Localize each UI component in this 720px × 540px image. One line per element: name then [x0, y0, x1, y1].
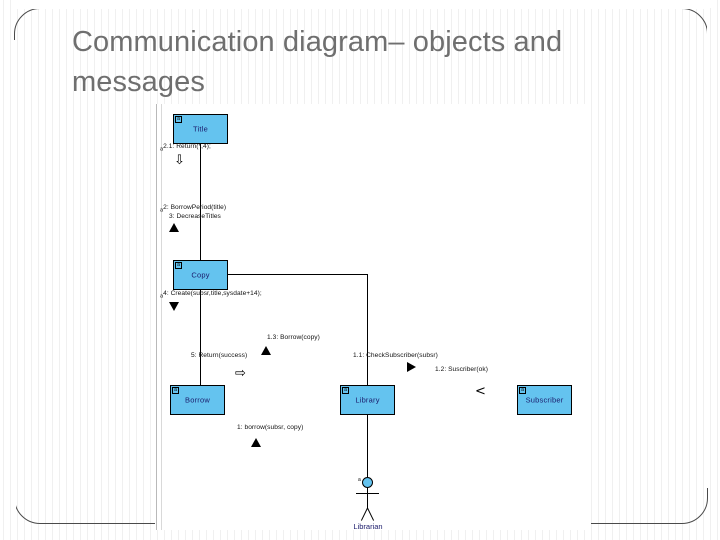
arrow-borrowperiod-up — [169, 223, 179, 232]
message-label-1-2: 1.2: Suscriber(ok) — [435, 366, 488, 373]
image-left-rule-secondary — [161, 104, 162, 530]
image-left-rule — [156, 104, 157, 530]
frame-left-mask — [0, 40, 16, 540]
object-box-title: a Title — [173, 114, 228, 144]
message-label-1-1: 1.1: CheckSubscriber(subsr) — [353, 352, 438, 359]
object-marker-library: a — [342, 387, 349, 394]
message-label-1-3: 1.3: Borrow(copy) — [267, 334, 320, 341]
object-box-subscriber: a Subscriber — [517, 385, 572, 415]
object-marker-copy: a — [175, 262, 182, 269]
object-marker-subscriber: a — [519, 387, 526, 394]
link-copy-library-horizontal — [228, 274, 367, 275]
message-anchor-2-1: a — [160, 146, 164, 153]
message-anchor-4: a — [160, 293, 164, 300]
object-label-borrow: Borrow — [185, 395, 210, 405]
link-copy-library-vertical — [367, 274, 368, 385]
object-label-title: Title — [193, 124, 208, 134]
message-label-1: 1: borrow(subsr, copy) — [237, 424, 304, 431]
arrow-checksubscriber-right — [407, 362, 416, 372]
link-library-actor — [367, 415, 368, 477]
message-anchor-2: a — [160, 207, 164, 214]
arrow-suscriber-left-open: < — [475, 384, 486, 399]
arrow-create-down — [169, 302, 179, 311]
message-label-5: 5: Return(success) — [191, 352, 248, 359]
actor-arms — [356, 493, 379, 494]
arrow-borrow-subsr-copy-up — [251, 438, 261, 447]
link-title-copy — [200, 144, 201, 260]
object-box-library: a Library — [340, 385, 395, 415]
message-label-2-1: a2.1: Return(*,4); — [160, 143, 211, 153]
object-label-library: Library — [355, 395, 380, 405]
object-marker-title: a — [175, 116, 182, 123]
frame-top-mask — [14, 0, 714, 9]
actor-body — [367, 488, 368, 508]
object-marker-borrow: a — [172, 387, 179, 394]
object-box-copy: a Copy — [173, 260, 228, 290]
message-label-2: a2: BorrowPeriod(title) — [160, 204, 227, 214]
message-label-3: 3: DecreaseTitles — [169, 213, 221, 220]
link-copy-borrow — [200, 290, 201, 385]
arrow-return-success-right-open: ⇨ — [235, 366, 246, 381]
communication-diagram-image: a Title a Copy a Borrow a Library a Subs… — [155, 104, 591, 530]
actor-leg-right — [367, 507, 375, 521]
frame-right-mask — [707, 8, 720, 488]
actor-label: Librarian — [353, 522, 383, 530]
arrow-return-down-open: ⇩ — [174, 153, 185, 168]
object-label-copy: Copy — [191, 270, 210, 280]
object-label-subscriber: Subscriber — [525, 395, 564, 405]
actor-head-icon — [362, 477, 373, 488]
arrow-borrow-copy-up — [261, 346, 271, 355]
actor-marker: a — [358, 477, 361, 483]
message-label-4: a4: Create(subsr,title,sysdate+14); — [160, 290, 262, 300]
object-box-borrow: a Borrow — [170, 385, 225, 415]
page-title: Communication diagram– objects and messa… — [72, 26, 563, 99]
